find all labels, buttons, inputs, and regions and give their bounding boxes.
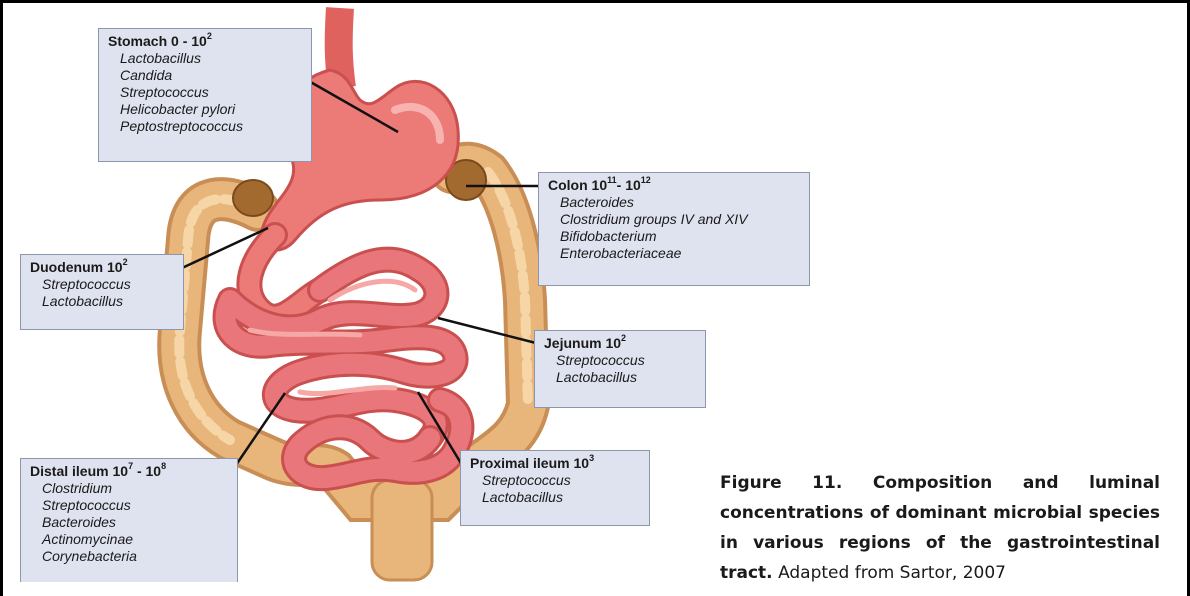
callout-stomach: Stomach 0 - 102 Lactobacillus Candida St…	[98, 28, 312, 162]
callout-proximal-ileum: Proximal ileum 103 Streptococcus Lactoba…	[460, 450, 650, 526]
callout-distal-ileum-heading: Distal ileum 107 - 108	[30, 463, 229, 480]
organism-name: Lactobacillus	[30, 293, 175, 310]
organism-name: Peptostreptococcus	[108, 118, 303, 135]
callout-proximal-ileum-heading: Proximal ileum 103	[470, 455, 641, 472]
organism-name: Lactobacillus	[108, 50, 303, 67]
caption-source: Adapted from Sartor, 2007	[778, 563, 1006, 583]
organism-name: Bifidobacterium	[548, 228, 801, 245]
organism-name: Streptococcus	[108, 84, 303, 101]
organism-name: Candida	[108, 67, 303, 84]
callout-duodenum: Duodenum 102 Streptococcus Lactobacillus	[20, 254, 184, 330]
callout-duodenum-heading: Duodenum 102	[30, 259, 175, 276]
organism-name: Clostridium	[30, 480, 229, 497]
figure-caption: Figure 11. Composition and luminal conce…	[720, 468, 1160, 588]
organism-name: Helicobacter pylori	[108, 101, 303, 118]
organism-name: Streptococcus	[30, 497, 229, 514]
callout-colon-heading: Colon 1011- 1012	[548, 177, 801, 194]
organism-name: Corynebacteria	[30, 548, 229, 565]
callout-stomach-heading: Stomach 0 - 102	[108, 33, 303, 50]
organism-name: Lactobacillus	[470, 489, 641, 506]
rectum	[372, 480, 432, 580]
organism-name: Lactobacillus	[544, 369, 697, 386]
organism-name: Actinomycinae	[30, 531, 229, 548]
callout-colon: Colon 1011- 1012 Bacteroides Clostridium…	[538, 172, 810, 286]
organism-name: Enterobacteriaceae	[548, 245, 801, 262]
organism-name: Clostridium groups IV and XIV	[548, 211, 801, 228]
organism-name: Streptococcus	[30, 276, 175, 293]
callout-jejunum-heading: Jejunum 102	[544, 335, 697, 352]
organism-name: Bacteroides	[30, 514, 229, 531]
callout-distal-ileum: Distal ileum 107 - 108 Clostridium Strep…	[20, 458, 238, 582]
organism-name: Bacteroides	[548, 194, 801, 211]
callout-jejunum: Jejunum 102 Streptococcus Lactobacillus	[534, 330, 706, 408]
organism-name: Streptococcus	[470, 472, 641, 489]
colon-cut-left	[233, 180, 273, 216]
organism-name: Streptococcus	[544, 352, 697, 369]
